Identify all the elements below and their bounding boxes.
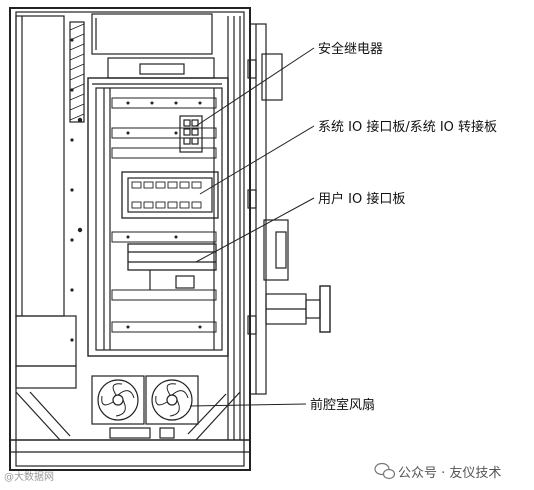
label-system-io-board: 系统 IO 接口板/系统 IO 转接板 bbox=[318, 120, 498, 135]
cabinet-bottom bbox=[15, 391, 241, 441]
side-connector bbox=[265, 285, 331, 333]
top-module bbox=[91, 13, 222, 85]
user-io-board bbox=[127, 243, 217, 290]
safety-relay-block bbox=[179, 115, 203, 153]
watermark-left: @大数据网 bbox=[4, 472, 54, 483]
watermark-source: 公众号 · 友仪技术 bbox=[398, 466, 502, 481]
mounting-plate bbox=[87, 77, 229, 357]
label-front-fans: 前腔室风扇 bbox=[310, 398, 376, 413]
callout-leaders bbox=[189, 47, 315, 407]
front-fan-left bbox=[91, 375, 145, 425]
label-safety-relay: 安全继电器 bbox=[318, 42, 384, 57]
cabinet-door bbox=[227, 16, 289, 440]
wechat-icon bbox=[374, 462, 396, 480]
front-fan-right bbox=[145, 375, 199, 425]
label-user-io-board: 用户 IO 接口板 bbox=[318, 192, 406, 207]
system-io-board bbox=[121, 171, 219, 219]
